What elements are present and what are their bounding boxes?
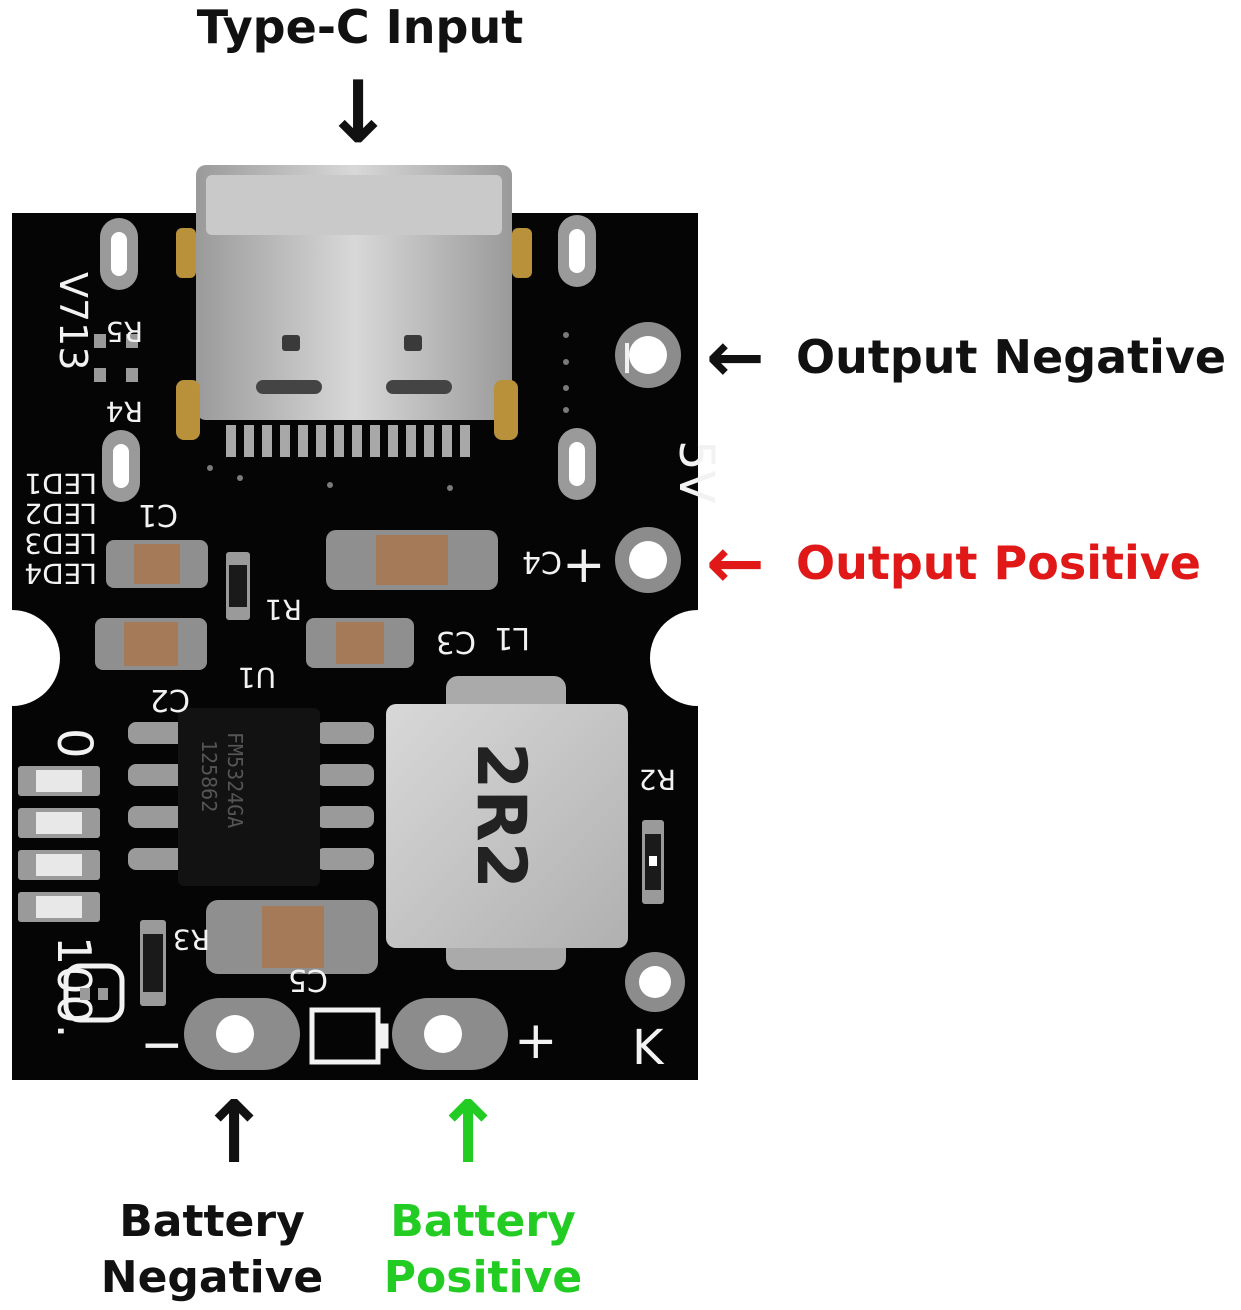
arrow-left-icon: ←: [706, 522, 765, 604]
svg-text:C5: C5: [288, 962, 328, 997]
svg-text:5V: 5V: [668, 440, 724, 504]
ic-u1: FM5324GA 125862: [128, 708, 374, 886]
output-negative-label: Output Negative: [796, 330, 1227, 384]
svg-text:R1: R1: [265, 593, 302, 626]
k-pad: [625, 952, 685, 1012]
svg-text:U1: U1: [238, 661, 276, 694]
usb-c-pins: [226, 425, 470, 457]
svg-text:V713: V713: [51, 272, 95, 371]
svg-text:R3: R3: [173, 923, 210, 956]
resistor-r3: [140, 920, 166, 1006]
output-positive-pad: [615, 527, 681, 593]
svg-text:0: 0: [46, 728, 102, 759]
svg-text:C2: C2: [150, 682, 190, 717]
svg-text:LED2: LED2: [24, 497, 97, 530]
svg-text:+: +: [562, 535, 606, 595]
svg-text:2R2: 2R2: [461, 742, 540, 889]
battery-positive-label: Battery Positive: [383, 1196, 583, 1303]
svg-text:LED4: LED4: [24, 557, 97, 590]
svg-text:L1: L1: [494, 620, 530, 655]
capacitor-c2: [95, 618, 207, 670]
svg-text:100.: 100.: [47, 936, 101, 1038]
type-c-input-label: Type-C Input: [196, 0, 524, 54]
svg-text:R4: R4: [106, 395, 143, 428]
silkscreen-labels: V713 R5 R4 LED1 LED2 LED3 LED4 C1 C2 C3 …: [24, 272, 724, 1076]
svg-text:LED1: LED1: [24, 467, 97, 500]
svg-text:C3: C3: [436, 624, 476, 659]
resistor-r5: [94, 334, 138, 348]
svg-text:C4: C4: [522, 544, 562, 579]
output-negative-pad: [615, 322, 681, 388]
capacitor-c4: [326, 530, 498, 590]
svg-text:−: −: [140, 1015, 184, 1075]
battery-positive-pad: [392, 998, 508, 1070]
svg-text:125862: 125862: [197, 740, 221, 812]
usb-c-connector: [176, 165, 532, 440]
svg-text:−: −: [600, 338, 656, 378]
svg-text:R5: R5: [106, 315, 143, 348]
resistor-r2: [642, 820, 664, 904]
resistor-r1: [226, 552, 250, 620]
svg-text:C1: C1: [138, 497, 178, 532]
arrow-left-icon: ←: [706, 316, 765, 398]
output-positive-label: Output Positive: [796, 536, 1201, 590]
arrow-up-icon: ↑: [198, 1083, 271, 1183]
indicator-leds: [18, 766, 100, 922]
svg-text:R2: R2: [639, 763, 676, 796]
svg-text:FM5324GA: FM5324GA: [223, 732, 247, 828]
battery-negative-pad: [184, 998, 300, 1070]
capacitor-c5: [206, 900, 378, 974]
capacitor-c3: [306, 618, 414, 668]
arrow-down-icon: ↓: [322, 63, 395, 163]
inductor-l1: 2R2: [386, 676, 628, 970]
battery-negative-label: Battery Negative: [100, 1196, 324, 1303]
polarity-mark: [63, 963, 125, 1023]
mounting-slots: [100, 215, 596, 502]
resistor-r4: [94, 368, 138, 382]
svg-text:K: K: [632, 1020, 665, 1076]
battery-symbol: [309, 1007, 389, 1065]
arrow-up-icon: ↑: [432, 1083, 505, 1183]
svg-text:+: +: [514, 1011, 558, 1071]
svg-text:LED3: LED3: [24, 527, 97, 560]
vias: [207, 332, 569, 491]
capacitor-c1: [106, 540, 208, 588]
